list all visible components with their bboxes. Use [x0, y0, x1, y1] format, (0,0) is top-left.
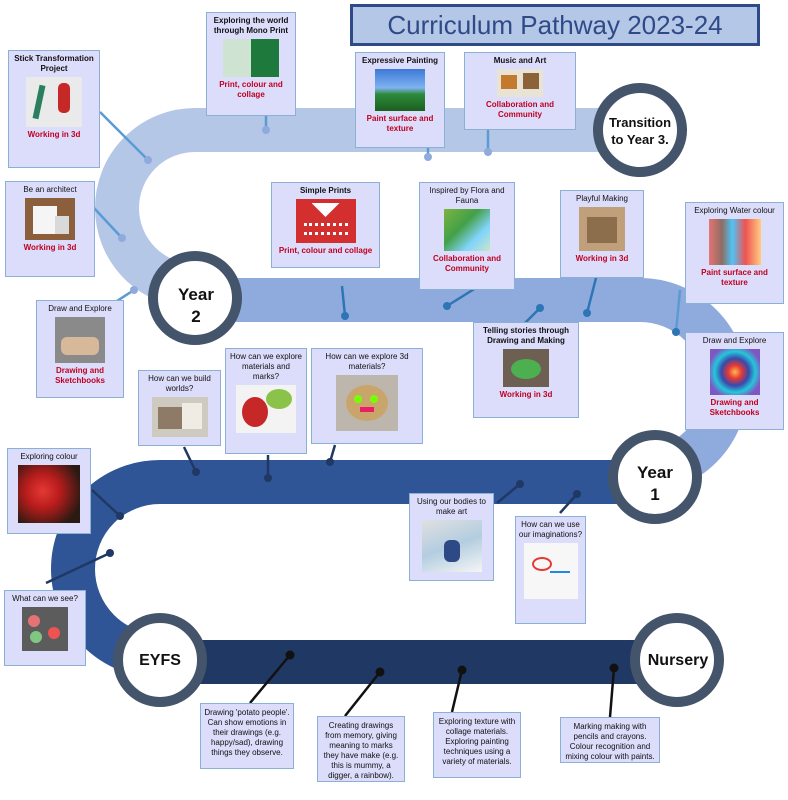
ring-year2	[148, 251, 242, 345]
mono-print-photo	[223, 39, 279, 77]
card-draw-and-explore-year1: Draw and Explore Drawing and Sketchbooks	[685, 332, 784, 430]
stick-figures-photo	[26, 77, 82, 127]
model-world-photo	[151, 397, 208, 437]
page-title: Curriculum Pathway 2023-24	[350, 4, 760, 46]
card-title: Be an architect	[23, 185, 77, 194]
flora-collage-photo	[444, 209, 490, 251]
card-using-our-bodies: Using our bodies to make art	[409, 493, 494, 581]
card-title: How can we build worlds?	[148, 374, 211, 393]
note-exploring-texture: Exploring texture with collage materials…	[433, 712, 521, 778]
potato-face-photo	[336, 375, 398, 431]
clay-frog-photo	[503, 349, 549, 387]
card-music-and-art: Music and Art Collaboration and Communit…	[464, 52, 576, 130]
musical-instruments-photo	[497, 69, 543, 97]
body-art-photo	[421, 520, 482, 572]
card-explore-3d-materials: How can we explore 3d materials?	[311, 348, 423, 444]
stage-label-year1: Year 1	[637, 463, 673, 504]
card-subtitle: Collaboration and Community	[433, 254, 501, 273]
ring-eyfs	[113, 613, 207, 707]
card-title: What can we see?	[12, 594, 78, 603]
cardboard-model-photo	[579, 207, 625, 251]
card-title: Draw and Explore	[48, 304, 112, 313]
card-simple-prints: Simple Prints Print, colour and collage	[271, 182, 380, 268]
drawing-hands-photo	[55, 317, 105, 363]
card-subtitle: Print, colour and collage	[278, 246, 373, 255]
coloured-circles-photo	[22, 607, 68, 651]
card-what-can-we-see: What can we see?	[4, 590, 86, 666]
stage-label-eyfs: EYFS	[139, 652, 181, 669]
card-title: How can we explore materials and marks?	[229, 352, 303, 381]
card-title: Draw and Explore	[702, 336, 767, 345]
note-drawings-from-memory: Creating drawings from memory, giving me…	[317, 716, 405, 782]
card-title: Using our bodies to make art	[417, 497, 486, 516]
card-title: Exploring colour	[20, 452, 78, 461]
painting-photo	[375, 69, 425, 111]
ring-transition	[593, 83, 687, 177]
card-subtitle: Drawing and Sketchbooks	[709, 398, 760, 417]
card-materials-and-marks: How can we explore materials and marks?	[225, 348, 307, 454]
card-title: Telling stories through Drawing and Maki…	[482, 326, 570, 345]
card-telling-stories: Telling stories through Drawing and Maki…	[473, 322, 579, 418]
colour-photo	[18, 465, 80, 523]
card-flora-and-fauna: Inspired by Flora and Fauna Collaboratio…	[419, 182, 515, 290]
ring-year1	[608, 430, 702, 524]
watercolour-photo	[708, 219, 761, 265]
card-expressive-painting: Expressive Painting Paint surface and te…	[355, 52, 445, 148]
note-potato-people: Drawing 'potato people'. Can show emotio…	[200, 703, 294, 769]
card-build-worlds: How can we build worlds?	[138, 370, 221, 446]
card-title: Playful Making	[575, 194, 629, 203]
card-title: How can we explore 3d materials?	[325, 352, 409, 371]
note-marking-making: Marking making with pencils and crayons.…	[560, 717, 660, 763]
card-subtitle: Drawing and Sketchbooks	[55, 366, 105, 385]
stage-label-nursery: Nursery	[647, 652, 709, 669]
architecture-model-photo	[25, 198, 75, 240]
ring-nursery	[630, 613, 724, 707]
stage-label-transition: Transition to Year 3.	[608, 115, 672, 147]
card-subtitle: Paint surface and texture	[366, 114, 434, 133]
stage-label-year2: Year 2	[178, 285, 214, 326]
card-subtitle: Collaboration and Community	[486, 100, 554, 119]
imagination-drawing-photo	[523, 543, 578, 599]
card-title: Stick Transformation Project	[14, 54, 94, 73]
card-subtitle: Working in 3d	[27, 130, 81, 139]
card-playful-making: Playful Making Working in 3d	[560, 190, 644, 278]
card-stick-transformation: Stick Transformation Project Working in …	[8, 50, 100, 168]
card-draw-and-explore-year2: Draw and Explore Drawing and Sketchbooks	[36, 300, 124, 398]
card-title: Expressive Painting	[361, 56, 439, 65]
card-mono-print: Exploring the world through Mono Print P…	[206, 12, 296, 116]
card-subtitle: Working in 3d	[575, 254, 629, 263]
card-subtitle: Working in 3d	[23, 243, 77, 252]
card-title: How can we use our imaginations?	[518, 520, 583, 539]
card-title: Inspired by Flora and Fauna	[429, 186, 505, 205]
card-title: Simple Prints	[299, 186, 352, 195]
card-title: Exploring Water colour	[694, 206, 775, 215]
card-title: Music and Art	[493, 56, 547, 65]
red-prints-photo	[295, 199, 356, 243]
card-subtitle: Print, colour and collage	[219, 80, 283, 99]
card-subtitle: Paint surface and texture	[701, 268, 768, 287]
card-be-an-architect: Be an architect Working in 3d	[5, 181, 95, 277]
spiral-drawing-photo	[709, 349, 760, 395]
card-use-our-imaginations: How can we use our imaginations?	[515, 516, 586, 624]
card-exploring-water-colour: Exploring Water colour Paint surface and…	[685, 202, 784, 304]
painted-fruit-photo	[236, 385, 296, 433]
card-title: Exploring the world through Mono Print	[213, 16, 289, 35]
card-exploring-colour: Exploring colour	[7, 448, 91, 534]
card-subtitle: Working in 3d	[499, 390, 553, 399]
